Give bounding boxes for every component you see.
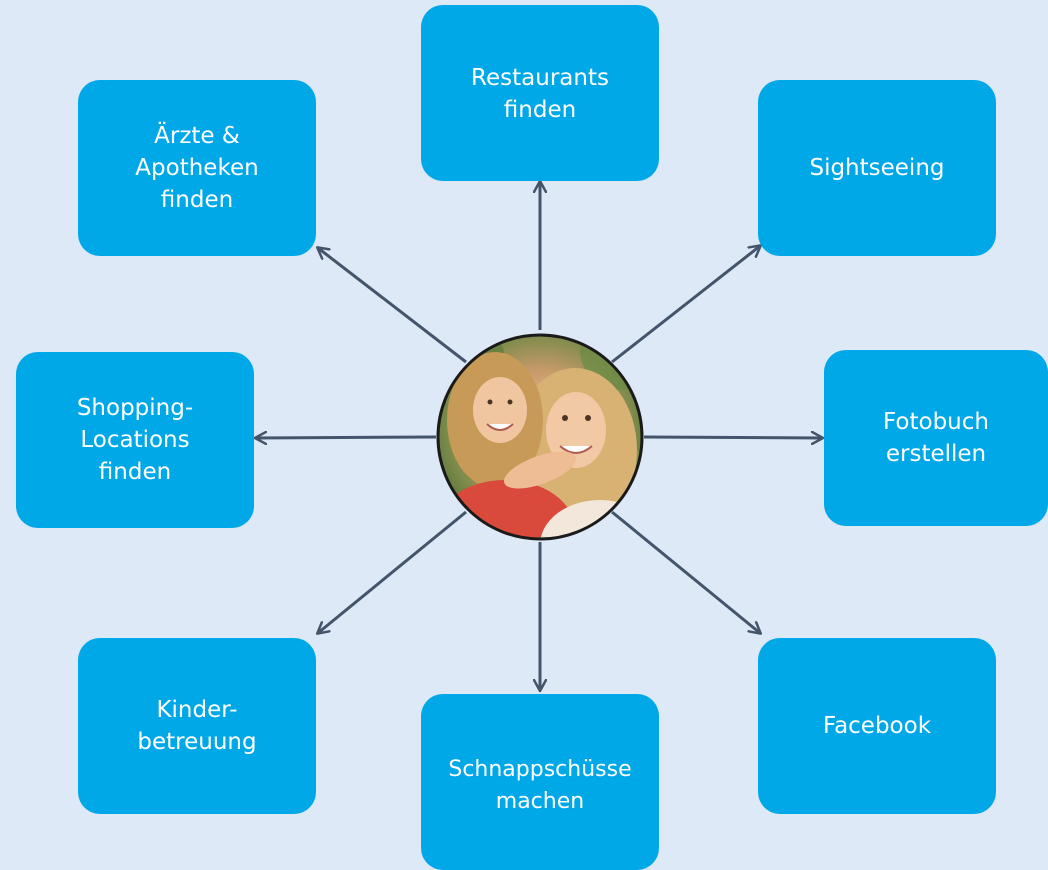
- arrow-to-fotobuch: [643, 437, 822, 438]
- node-kinder-label: Kinder- betreuung: [137, 697, 257, 755]
- node-aerzte: Ärzte & Apotheken finden: [78, 80, 316, 256]
- node-sightseeing-label: Sightseeing: [809, 155, 945, 181]
- node-schnappschuesse: Schnappschüsse machen: [421, 694, 659, 870]
- arrow-to-kinder: [318, 510, 467, 633]
- node-sightseeing: Sightseeing: [758, 80, 996, 256]
- node-fotobuch: Fotobuch erstellen: [824, 350, 1048, 526]
- node-kinder: Kinder- betreuung: [78, 638, 316, 814]
- node-aerzte-label: Ärzte & Apotheken finden: [135, 123, 259, 213]
- node-restaurants: Restaurants finden: [421, 5, 659, 181]
- node-facebook: Facebook: [758, 638, 996, 814]
- node-facebook-label: Facebook: [822, 713, 932, 739]
- arrow-to-facebook: [611, 510, 760, 633]
- arrow-to-aerzte: [318, 248, 467, 364]
- node-fotobuch-label: Fotobuch erstellen: [883, 409, 989, 467]
- node-shopping: Shopping- Locations finden: [16, 352, 254, 528]
- node-schnappschuesse-label: Schnappschüsse machen: [448, 757, 632, 814]
- arrow-to-shopping: [256, 437, 437, 438]
- arrow-to-sightseeing: [611, 246, 760, 364]
- node-shopping-label: Shopping- Locations finden: [76, 395, 194, 485]
- node-restaurants-label: Restaurants finden: [471, 65, 609, 123]
